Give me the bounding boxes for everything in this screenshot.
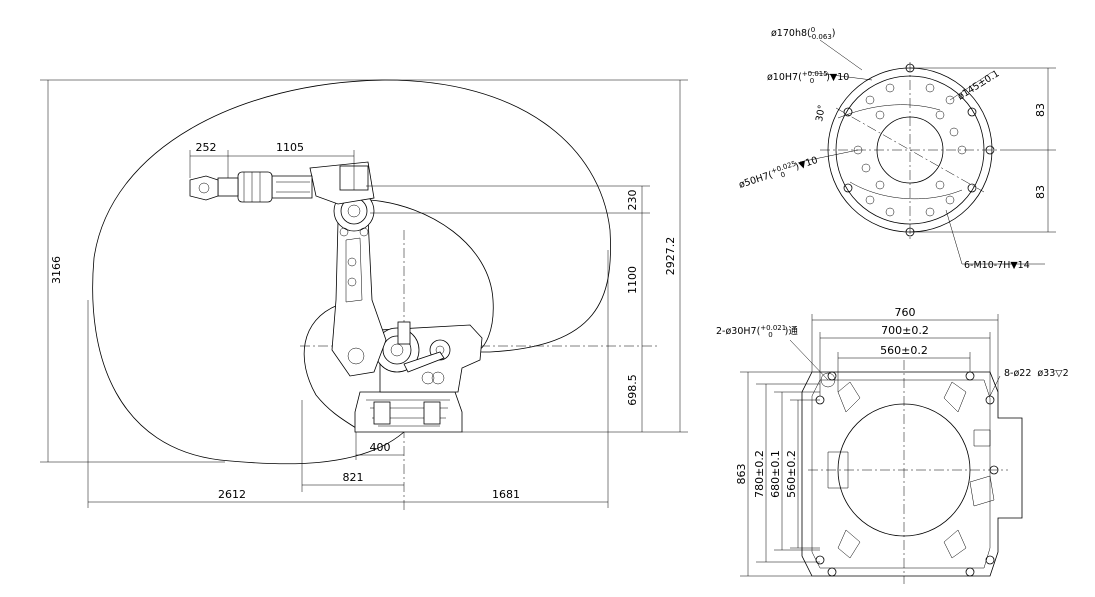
dim-3166: 3166 [50,256,63,284]
dim-863: 863 [735,464,748,485]
base-outline [801,371,1023,577]
dim-560-w: 560±0.2 [880,344,928,357]
dim-83-upper: 83 [1034,103,1047,117]
dim-2927: 2927.2 [664,237,677,276]
dim-760: 760 [895,306,916,319]
robot-lower-arm [331,217,387,377]
dim-698: 698.5 [626,374,639,406]
inner-envelope [369,199,494,353]
dim-821: 821 [343,471,364,484]
robot-upper-arm [271,161,375,237]
working-envelope [92,79,611,465]
dim-1105: 1105 [276,141,304,154]
dim-1681: 1681 [492,488,520,501]
bore-label: ø170h8(0-0.063) [771,26,836,41]
inner-envelope-lower [303,304,357,429]
side-view: 3166 252 1105 230 2927.2 1100 698.5 400 … [40,79,688,512]
thread-label: 6-M10-7H▼14 [964,260,1030,271]
dim-230: 230 [626,190,639,211]
dim-1100: 1100 [626,266,639,294]
robot-wrist [189,171,273,203]
dim-780: 780±0.2 [753,450,766,498]
pcd-label: ø145±0.1 [956,68,1002,102]
angle-label: 30° [814,104,828,122]
dim-252: 252 [196,141,217,154]
dim-400: 400 [370,441,391,454]
spigot-label: ø50H7(+0.0250)▼10 [737,153,820,193]
dim-560-h: 560±0.2 [785,450,798,498]
dim-700: 700±0.2 [881,324,929,337]
dim-2612: 2612 [218,488,246,501]
dim-83-lower: 83 [1034,185,1047,199]
dim-680: 680±0.1 [769,450,782,498]
robot-turret [374,321,483,393]
robot-base [354,391,463,433]
